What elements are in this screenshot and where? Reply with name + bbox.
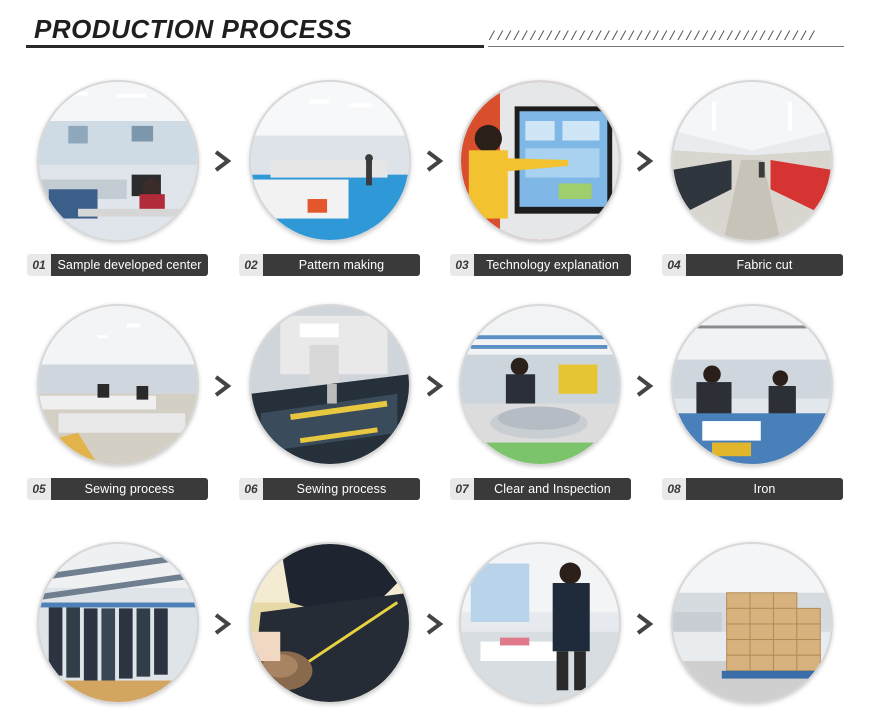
step-05-photo — [37, 304, 199, 466]
sewing-floor-photo — [39, 306, 197, 464]
step-number: 04 — [662, 254, 686, 276]
step-08-label: 08 Iron — [662, 478, 843, 500]
chevron-right-icon — [212, 613, 232, 635]
packed-cartons-photo — [673, 544, 831, 702]
step-number: 06 — [239, 478, 263, 500]
step-07-photo — [459, 304, 621, 466]
chevron-right-icon — [424, 150, 444, 172]
step-number: 05 — [27, 478, 51, 500]
step-09-photo — [37, 542, 199, 704]
step-08-photo — [671, 304, 833, 466]
step-06-photo — [249, 304, 411, 466]
ironing-station-photo — [673, 306, 831, 464]
step-number: 07 — [450, 478, 474, 500]
step-10-photo — [249, 542, 411, 704]
step-title: Iron — [686, 478, 843, 500]
step-11-photo — [459, 542, 621, 704]
step-title: Clear and Inspection — [474, 478, 631, 500]
title-underline — [26, 45, 484, 48]
step-05-label: 05 Sewing process — [27, 478, 208, 500]
chevron-right-icon — [634, 375, 654, 397]
chevron-right-icon — [212, 375, 232, 397]
inspection-table-photo — [461, 306, 619, 464]
step-02-label: 02 Pattern making — [239, 254, 420, 276]
step-03-label: 03 Technology explanation — [450, 254, 631, 276]
sewing-machine-closeup-photo — [251, 306, 409, 464]
chevron-right-icon — [634, 150, 654, 172]
step-number: 08 — [662, 478, 686, 500]
step-number: 02 — [239, 254, 263, 276]
chevron-right-icon — [424, 613, 444, 635]
presentation-screen-photo — [461, 82, 619, 240]
step-07-label: 07 Clear and Inspection — [450, 478, 631, 500]
pattern-cutting-room-photo — [251, 82, 409, 240]
fabric-cutting-hall-photo — [673, 82, 831, 240]
step-number: 01 — [27, 254, 51, 276]
step-title: Fabric cut — [686, 254, 843, 276]
step-title: Technology explanation — [474, 254, 631, 276]
step-12-photo — [671, 542, 833, 704]
chevron-right-icon — [424, 375, 444, 397]
hanging-garments-photo — [39, 544, 197, 702]
step-title: Sewing process — [263, 478, 420, 500]
step-01-label: 01 Sample developed center — [27, 254, 208, 276]
slash-decoration: //////////////////////////////////////// — [488, 29, 817, 44]
page-title: PRODUCTION PROCESS — [34, 14, 353, 44]
step-01-photo — [37, 80, 199, 242]
slash-underline — [488, 46, 844, 47]
step-06-label: 06 Sewing process — [239, 478, 420, 500]
office-workstation-photo — [39, 82, 197, 240]
step-04-photo — [671, 80, 833, 242]
final-check-photo — [461, 544, 619, 702]
step-title: Sewing process — [51, 478, 208, 500]
step-02-photo — [249, 80, 411, 242]
step-title: Pattern making — [263, 254, 420, 276]
fur-collar-coat-photo — [251, 544, 409, 702]
step-03-photo — [459, 80, 621, 242]
step-title: Sample developed center — [51, 254, 208, 276]
page-header: PRODUCTION PROCESS /////////////////////… — [26, 12, 844, 52]
step-number: 03 — [450, 254, 474, 276]
chevron-right-icon — [634, 613, 654, 635]
chevron-right-icon — [212, 150, 232, 172]
step-04-label: 04 Fabric cut — [662, 254, 843, 276]
